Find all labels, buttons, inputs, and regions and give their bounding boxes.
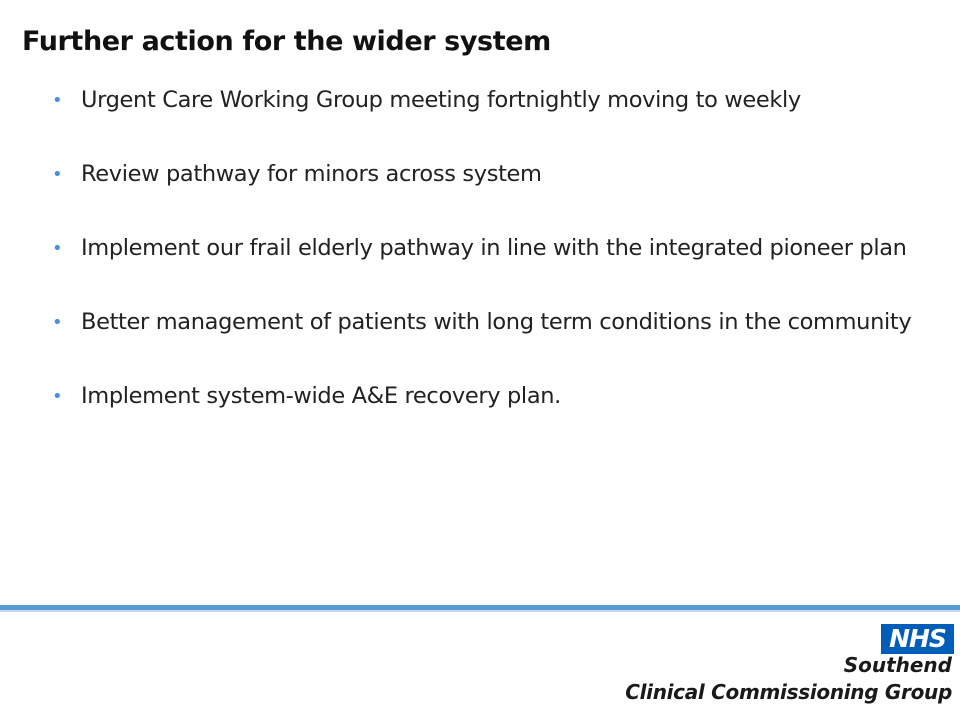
bullet-icon: •	[52, 386, 63, 407]
org-name-line1: Southend	[843, 653, 952, 677]
bullet-text: Better management of patients with long …	[81, 309, 912, 335]
slide-title: Further action for the wider system	[22, 26, 551, 57]
bullet-text: Review pathway for minors across system	[81, 161, 542, 187]
bullet-icon: •	[52, 238, 63, 259]
bullet-item: • Implement our frail elderly pathway in…	[52, 232, 942, 265]
bullet-item: • Review pathway for minors across syste…	[52, 158, 942, 191]
bullet-text: Implement our frail elderly pathway in l…	[81, 235, 907, 261]
bullet-text: Urgent Care Working Group meeting fortni…	[81, 87, 801, 113]
bullet-item: • Implement system-wide A&E recovery pla…	[52, 380, 942, 413]
bullet-item: • Better management of patients with lon…	[52, 306, 942, 339]
bullet-icon: •	[52, 90, 63, 111]
footer-divider	[0, 605, 960, 610]
bullet-text: Implement system-wide A&E recovery plan.	[81, 383, 561, 409]
bullet-icon: •	[52, 164, 63, 185]
bullet-icon: •	[52, 312, 63, 333]
footer-divider-shadow	[0, 610, 960, 612]
bullet-list: • Urgent Care Working Group meeting fort…	[52, 84, 942, 454]
bullet-item: • Urgent Care Working Group meeting fort…	[52, 84, 942, 117]
org-name-line2: Clinical Commissioning Group	[625, 680, 952, 704]
nhs-logo: NHS	[881, 624, 954, 654]
